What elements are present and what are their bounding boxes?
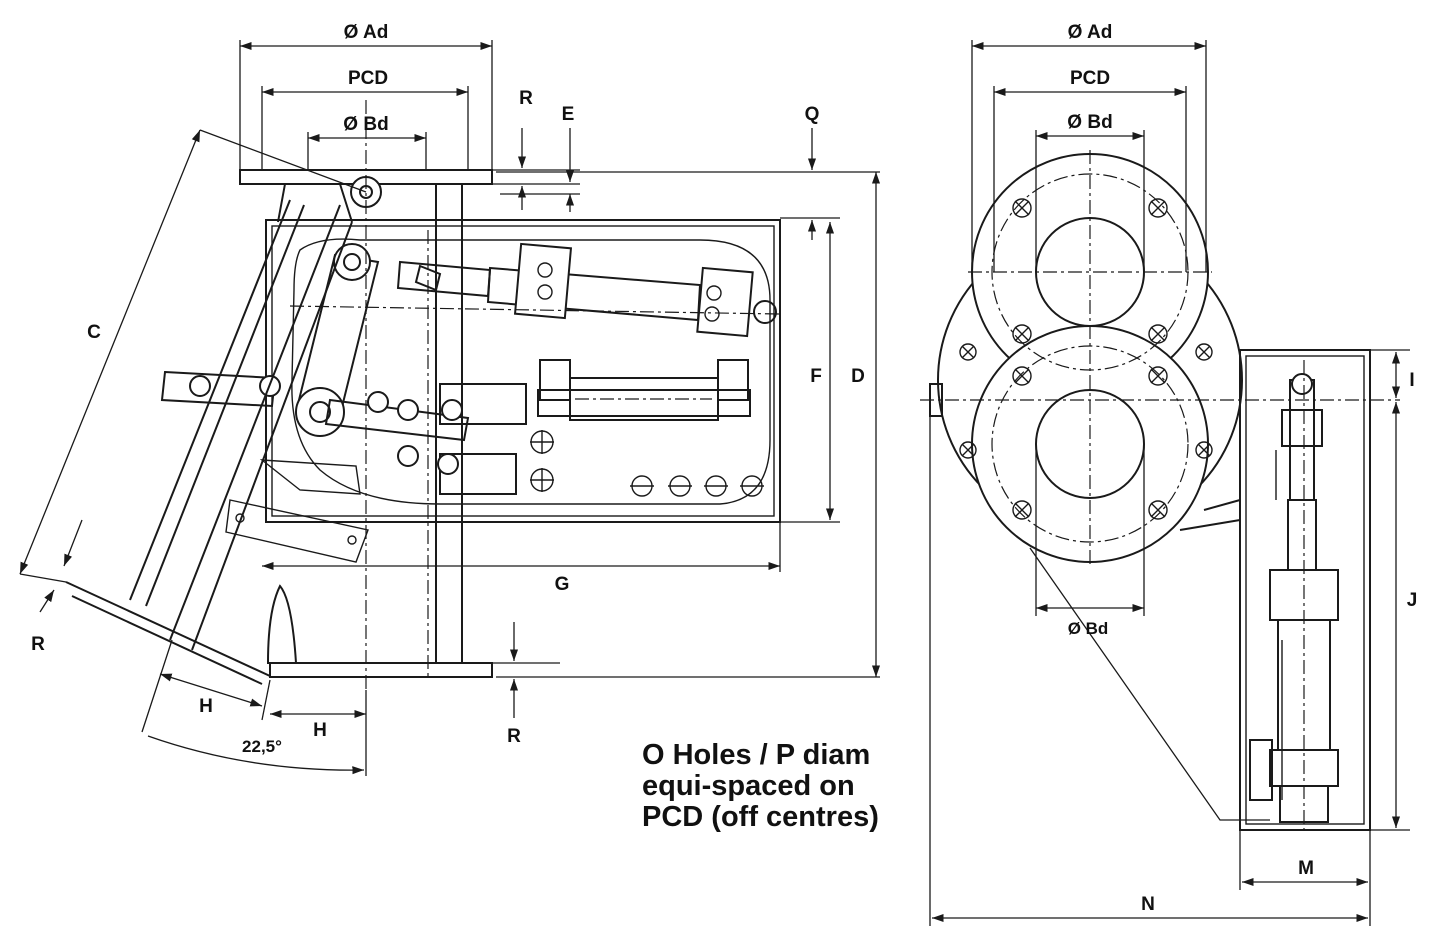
chute-walls	[435, 222, 463, 663]
label-c: C	[87, 322, 101, 343]
label-h-angled: H	[199, 696, 213, 717]
label-m: M	[1298, 858, 1314, 879]
label-g: G	[555, 574, 570, 595]
pneumatic-cylinder	[396, 242, 777, 338]
label-bd-front-lower: Ø Bd	[1068, 619, 1109, 638]
mounting-bracket	[1179, 499, 1241, 531]
label-bd-side: Ø Bd	[343, 114, 388, 135]
shaft-stub	[929, 383, 943, 417]
label-h-horizontal: H	[313, 720, 327, 741]
centre-line-h	[289, 305, 781, 315]
label-j: J	[1407, 590, 1418, 611]
holes-note: O Holes / P diam equi-spaced on PCD (off…	[642, 740, 942, 833]
label-pcd-side: PCD	[348, 68, 388, 89]
label-f: F	[810, 366, 822, 387]
angled-chute	[65, 199, 369, 685]
flange-neck	[277, 183, 463, 223]
actuator-housing	[265, 219, 781, 523]
label-ad-side: Ø Ad	[344, 22, 389, 43]
dimensions-side	[19, 40, 881, 776]
fittings	[439, 383, 764, 497]
housing-inner	[271, 225, 775, 517]
note-line-1: O Holes / P diam	[642, 739, 871, 771]
label-e: E	[562, 104, 575, 125]
side-view: Ø Ad PCD Ø Bd R E Q C F D G R H H R 22,5…	[19, 22, 881, 776]
label-r-bottom: R	[507, 726, 521, 747]
label-n: N	[1141, 894, 1155, 915]
label-ad-front: Ø Ad	[1068, 22, 1113, 43]
leader-line	[1029, 547, 1270, 821]
label-q: Q	[805, 104, 820, 125]
note-line-2: equi-spaced on	[642, 770, 855, 802]
dimensions-front	[929, 40, 1410, 926]
label-i: I	[1409, 370, 1414, 391]
cylinder-vertical	[1249, 360, 1339, 830]
front-view: Ø Ad PCD Ø Bd Ø Bd I J M N	[920, 22, 1417, 926]
cutaway-outline	[291, 238, 771, 505]
label-d: D	[851, 366, 865, 387]
label-r-top: R	[519, 88, 533, 109]
label-bd-front: Ø Bd	[1067, 112, 1112, 133]
label-r-left: R	[31, 634, 45, 655]
label-pcd-front: PCD	[1070, 68, 1110, 89]
note-line-3: PCD (off centres)	[642, 801, 879, 833]
bolt-holes	[959, 198, 1213, 520]
label-angle: 22,5°	[242, 737, 282, 756]
solenoid-valve	[537, 359, 751, 421]
linkage-arm	[160, 243, 470, 475]
actuator-box	[1239, 349, 1371, 831]
bottom-flange	[269, 662, 493, 678]
